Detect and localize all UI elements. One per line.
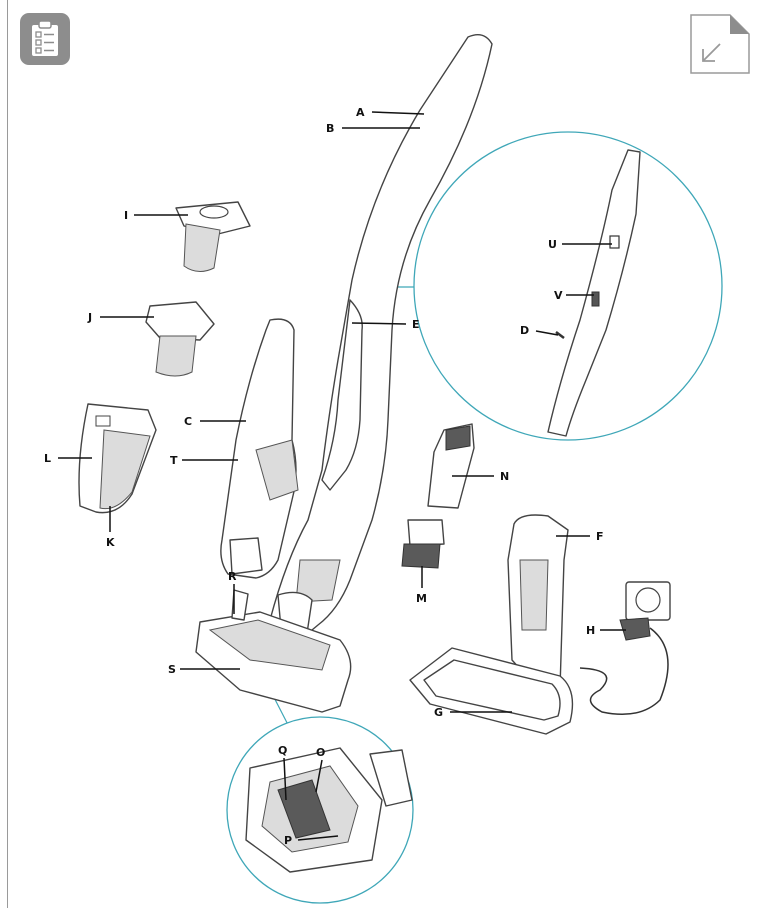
label-o: O [316, 746, 325, 759]
dust-container-l [78, 403, 157, 514]
label-u: U [548, 238, 557, 251]
zoom-detail-handle [413, 131, 723, 441]
label-s: S [168, 663, 176, 676]
brush-m [401, 519, 445, 569]
fold-arrow-icon [690, 14, 750, 74]
label-c: C [184, 415, 192, 428]
handheld-vacuum [220, 318, 299, 579]
label-p: P [284, 834, 292, 847]
label-k: K [106, 536, 115, 549]
filter-j [145, 301, 215, 377]
zoom-detail-nozzle [226, 716, 414, 904]
stick-vacuum [269, 34, 493, 641]
label-d: D [520, 324, 529, 337]
leader-lines [58, 111, 626, 841]
battery-n [427, 423, 475, 509]
left-margin-rule [7, 0, 8, 908]
label-v: V [554, 289, 563, 302]
label-g: G [434, 706, 443, 719]
label-f: F [596, 530, 604, 543]
power-adapter-h [579, 581, 671, 715]
label-m: M [416, 592, 427, 605]
label-l: L [44, 452, 51, 465]
label-n: N [500, 470, 509, 483]
label-a: A [356, 106, 365, 119]
label-h: H [586, 624, 595, 637]
checklist-icon [20, 13, 70, 65]
filter-i [175, 201, 251, 272]
label-q: Q [278, 744, 287, 757]
label-e: E [412, 318, 420, 331]
label-b: B [326, 122, 334, 135]
floor-nozzle [195, 589, 352, 713]
base-plate-g [409, 647, 574, 735]
label-r: R [228, 570, 237, 583]
label-t: T [170, 454, 178, 467]
charging-base-f [507, 514, 569, 697]
label-j: J [87, 311, 92, 324]
label-i: I [124, 209, 128, 222]
